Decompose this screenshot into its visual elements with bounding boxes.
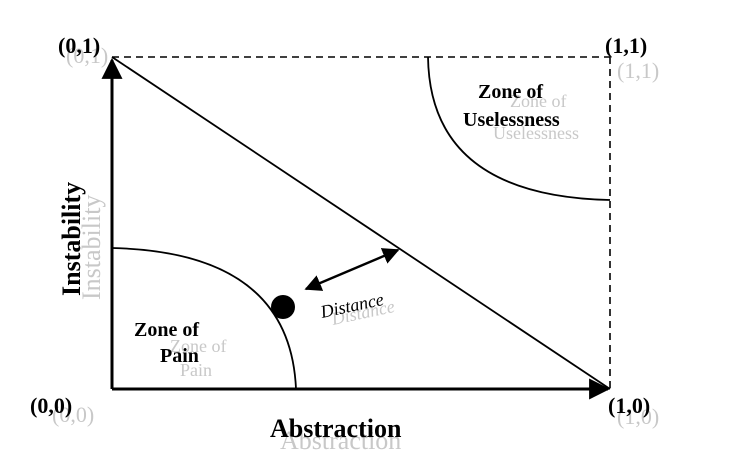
- origin-label-shadow: (0,0): [52, 402, 94, 427]
- zone-uselessness-line2: Uselessness: [463, 109, 560, 131]
- origin-label: (0,0): [30, 393, 72, 418]
- top-right-label-shadow: (1,1): [617, 58, 659, 83]
- zone-of-pain-arc: [111, 247, 297, 390]
- distance-arrow: [304, 248, 400, 291]
- zone-pain-line2: Pain: [160, 345, 199, 367]
- y-axis-label: Instability: [57, 182, 86, 296]
- top-right-label: (1,1): [605, 33, 647, 58]
- x-axis-label-shadow: Abstraction: [280, 426, 401, 453]
- zone-pain-line1-shadow: Zone of: [170, 336, 226, 356]
- zone-uselessness-line1: Zone of: [478, 81, 543, 103]
- bottom-right-label-shadow: (1,0): [617, 404, 659, 429]
- top-left-label-shadow: (0,1): [66, 43, 108, 68]
- zone-pain-line2-shadow: Pain: [180, 360, 212, 380]
- bottom-right-label: (1,0): [608, 393, 650, 418]
- zone-uselessness-line2-shadow: Uselessness: [493, 123, 579, 143]
- top-left-label: (0,1): [58, 33, 100, 58]
- zone-uselessness-line1-shadow: Zone of: [510, 91, 566, 111]
- x-axis-label: Abstraction: [270, 414, 402, 443]
- zone-pain-line1: Zone of: [134, 319, 199, 341]
- zone-of-uselessness-arc: [427, 56, 611, 201]
- main-sequence-line: [111, 56, 611, 390]
- y-axis-label-shadow: Instability: [77, 195, 106, 300]
- component-point: [271, 295, 295, 319]
